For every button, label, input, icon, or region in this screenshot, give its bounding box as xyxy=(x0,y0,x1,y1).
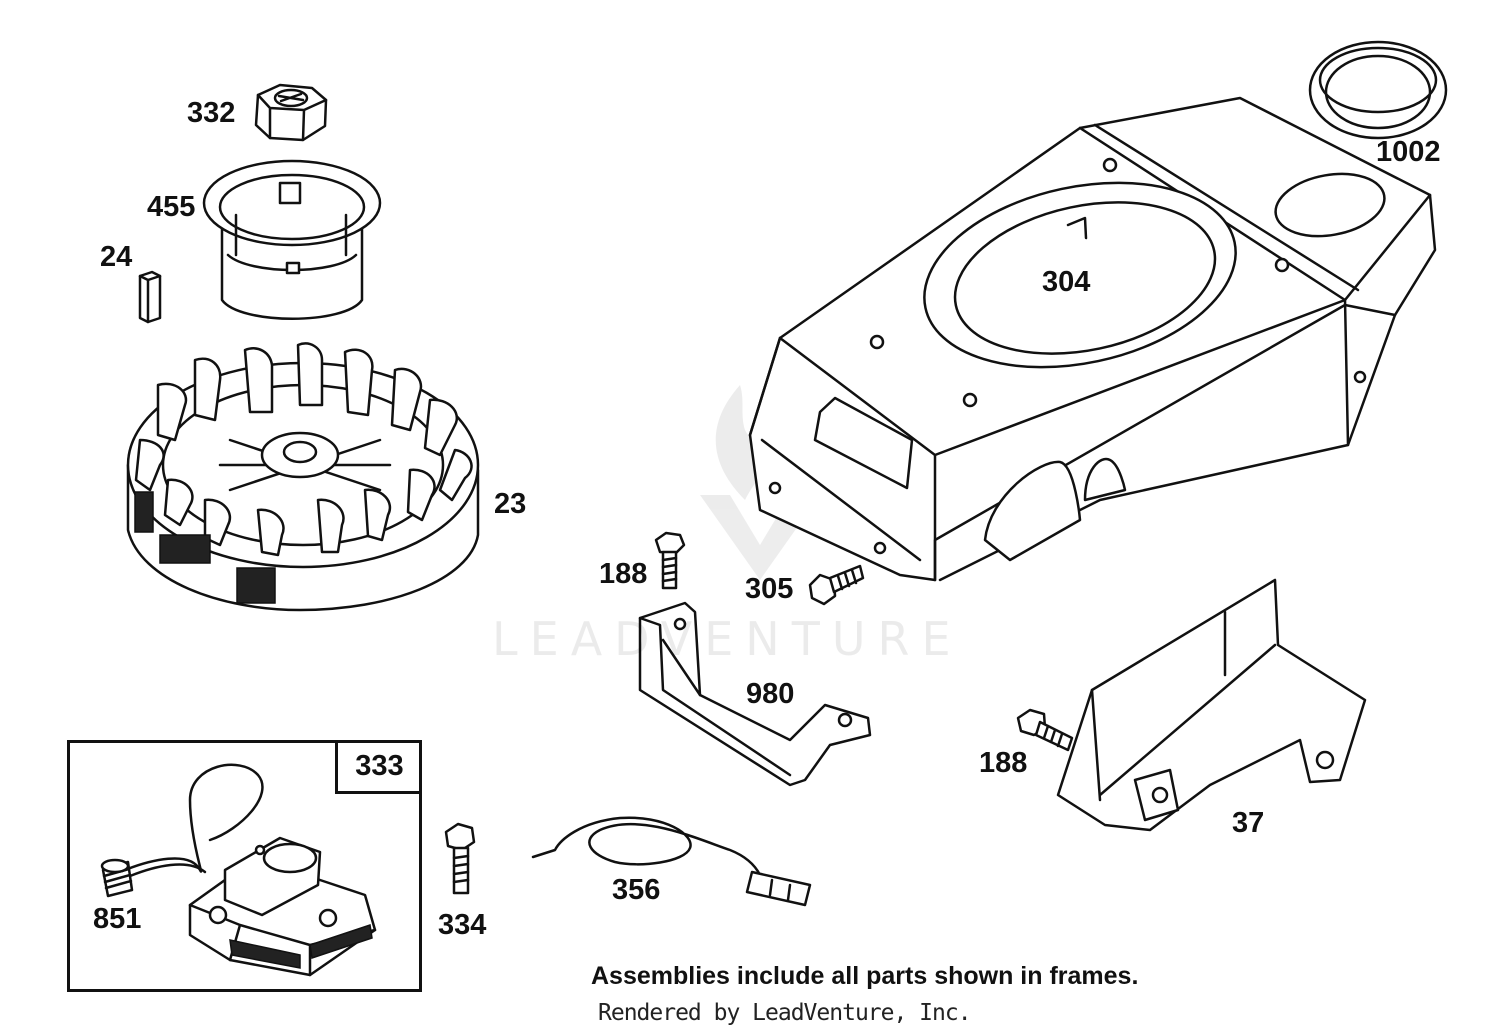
screw-305-part xyxy=(808,564,865,606)
armature-part xyxy=(123,763,377,977)
credit-text: Rendered by LeadVenture, Inc. xyxy=(598,1000,972,1026)
callout-shield: 37 xyxy=(1232,807,1265,839)
screw-upper-part xyxy=(654,531,686,590)
callout-cup: 455 xyxy=(147,191,196,223)
callout-screw-334: 334 xyxy=(438,909,487,941)
callout-grommet: 1002 xyxy=(1376,136,1441,168)
callout-blower-housing: 304 xyxy=(1042,266,1091,298)
callout-screw-upper: 188 xyxy=(599,558,648,590)
shield-part xyxy=(1056,578,1367,832)
assembly-note: Assemblies include all parts shown in fr… xyxy=(591,962,1139,990)
blower-housing-part xyxy=(748,96,1437,582)
grommet-part xyxy=(1308,40,1448,140)
bracket-part xyxy=(638,601,872,787)
key-part xyxy=(138,270,162,324)
callout-nut: 332 xyxy=(187,97,236,129)
cup-part xyxy=(202,159,382,320)
screw-lower-part xyxy=(1016,708,1074,752)
screw-334-part xyxy=(444,822,476,895)
callout-spring: 851 xyxy=(93,903,142,935)
watermark-text: LEADVENTURE xyxy=(492,612,963,666)
callout-screw-305: 305 xyxy=(745,573,794,605)
callout-flywheel: 23 xyxy=(494,488,527,520)
flywheel-part xyxy=(126,342,480,612)
assembly-frame-label: 333 xyxy=(335,742,421,794)
callout-bracket: 980 xyxy=(746,678,795,710)
callout-key: 24 xyxy=(100,241,133,273)
assembly-frame xyxy=(67,740,422,992)
wire-part xyxy=(531,816,812,907)
nut-part xyxy=(254,83,328,142)
callout-screw-lower: 188 xyxy=(979,747,1028,779)
spring-part xyxy=(100,858,134,898)
callout-wire: 356 xyxy=(612,874,661,906)
